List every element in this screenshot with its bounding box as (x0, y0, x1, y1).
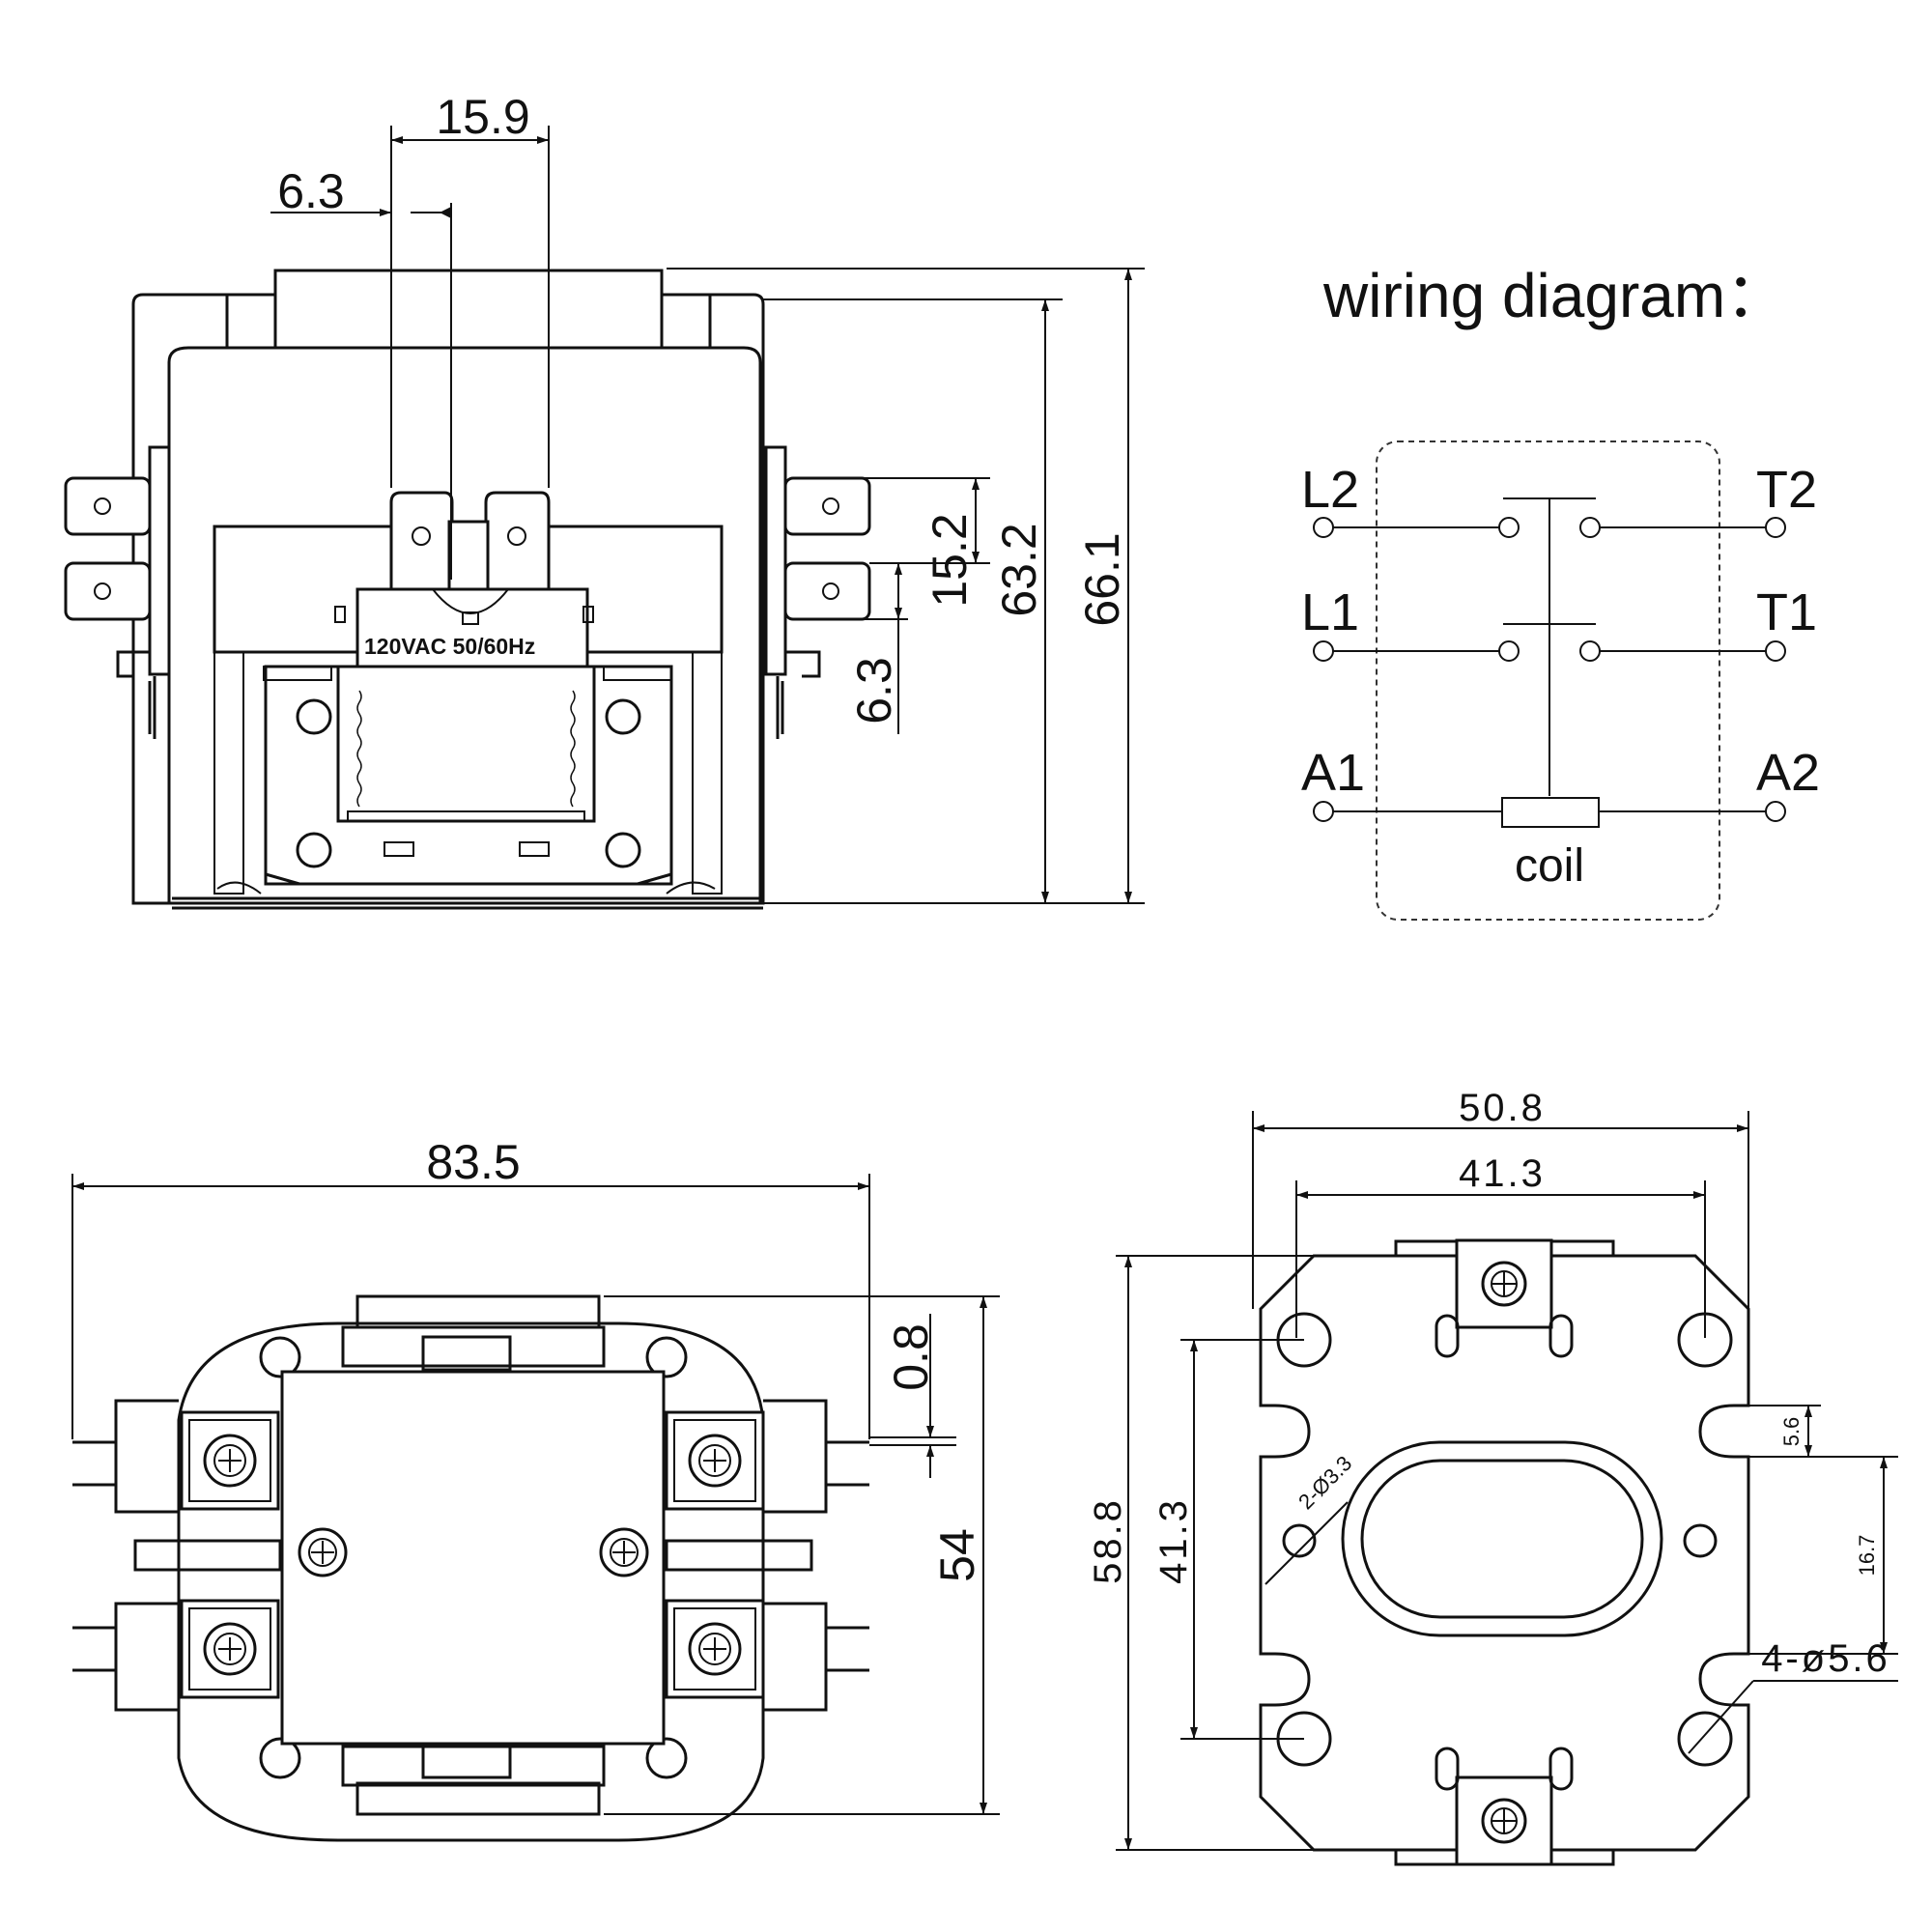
coil-label-plate (355, 587, 589, 668)
wiring-title: wiring diagram： (1322, 261, 1787, 330)
screw-terminal-top-right (665, 1410, 765, 1511)
top-cover (280, 1370, 666, 1746)
outer-housing (131, 293, 765, 905)
dim-inner-height: 63.2 (992, 523, 1046, 616)
dim-terminal-pitch: 15.2 (923, 513, 977, 607)
dim-slot-width: 5.6 (1779, 1417, 1804, 1447)
top-view: 83.5 0.8 54 (71, 1135, 1000, 1842)
front-view: 120VAC 50/60Hz 15.9 6.3 15.2 6.3 63.2 (64, 90, 1145, 910)
coil-label: coil (1515, 840, 1584, 892)
wiring-diagram: wiring diagram： L2 T2 L1 T1 A1 A2 coil (1301, 261, 1820, 921)
dim-hole-spacing-x: 41.3 (1459, 1152, 1546, 1195)
terminal-t1: T1 (1756, 583, 1817, 641)
dim-mount-holes: 4-ø5.6 (1761, 1637, 1890, 1680)
dim-top-width: 15.9 (436, 90, 529, 144)
dim-slot-spacing: 16.7 (1855, 1535, 1879, 1577)
terminal-l1: L1 (1301, 583, 1359, 641)
dim-hole-spacing-y: 41.3 (1152, 1497, 1195, 1584)
dim-terminal-offset: 6.3 (277, 164, 345, 218)
terminal-t2: T2 (1756, 461, 1817, 519)
cover-screw-right (599, 1527, 649, 1577)
wiring-box (1376, 440, 1720, 921)
terminal-a1: A1 (1301, 744, 1365, 802)
dim-small-holes: 2-Ø3.3 (1293, 1451, 1356, 1514)
cover-screw-left (298, 1527, 348, 1577)
dim-depth: 54 (930, 1528, 984, 1582)
front-terminal-left-lower (64, 561, 152, 621)
small-hole-right (1683, 1523, 1718, 1558)
top-cap (273, 269, 664, 350)
screw-terminal-bottom-right (665, 1599, 765, 1699)
front-terminal-left-upper (64, 476, 152, 536)
mount-hole-br (1677, 1711, 1733, 1767)
coil-rating: 120VAC 50/60Hz (364, 634, 535, 659)
dim-top-width-83: 83.5 (426, 1135, 520, 1189)
coil-opening-inner (1360, 1459, 1644, 1619)
coil-symbol (1501, 797, 1600, 828)
terminal-l2: L2 (1301, 461, 1359, 519)
dim-overall-height: 66.1 (1075, 532, 1129, 626)
screw-terminal-bottom-left (180, 1599, 280, 1699)
dim-bottom-height: 58.8 (1087, 1497, 1129, 1584)
front-terminal-right-lower (783, 561, 871, 621)
front-terminal-right-upper (783, 476, 871, 536)
screw-terminal-top-left (180, 1410, 280, 1511)
dim-gap: 0.8 (884, 1323, 938, 1391)
small-hole-left (1282, 1523, 1317, 1558)
bottom-view: 50.8 41.3 58.8 41.3 5.6 16.7 2-Ø3.3 4-ø5… (1087, 1087, 1898, 1866)
dim-bottom-width: 50.8 (1459, 1087, 1546, 1129)
terminal-a2: A2 (1756, 744, 1820, 802)
base-plate (1259, 1254, 1750, 1852)
coil-opening-outer (1341, 1440, 1663, 1637)
dim-terminal-width: 6.3 (847, 657, 901, 724)
